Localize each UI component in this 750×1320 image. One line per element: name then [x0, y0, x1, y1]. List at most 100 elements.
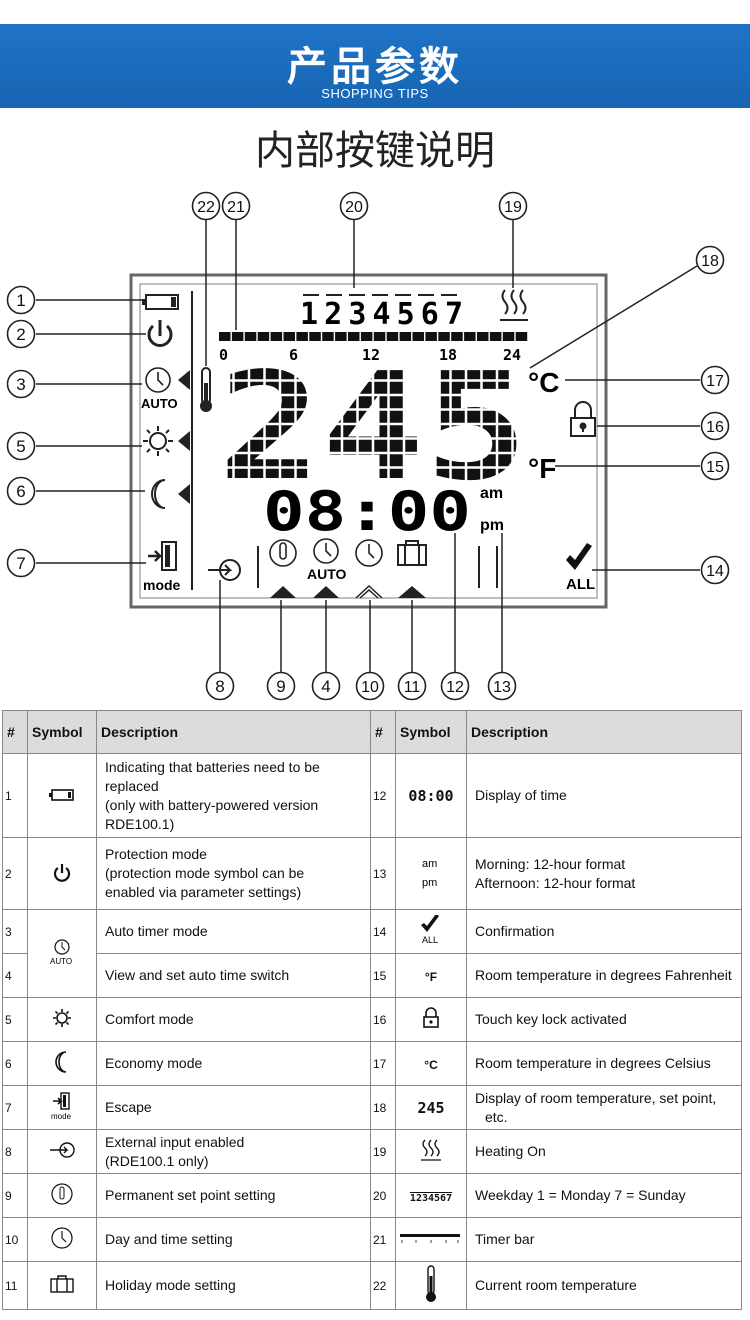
auto-clock-icon: AUTO [307, 538, 347, 598]
description-cell: External input enabled (RDE100.1 only) [96, 1129, 371, 1174]
lcd-frame [129, 273, 608, 609]
row-number: 10 [2, 1217, 28, 1262]
callout-number: 22 [197, 199, 215, 216]
header-num: # [2, 710, 28, 754]
sun-icon [143, 426, 190, 456]
timer-segment [322, 332, 334, 341]
check-all-icon: ALL [395, 909, 467, 954]
external-input-icon [27, 1129, 97, 1174]
description-line: Confirmation [475, 923, 555, 939]
description-cell: Day and time setting [96, 1217, 371, 1262]
description-cell: View and set auto time switch [96, 953, 371, 998]
description-line: External input enabled [105, 1133, 245, 1150]
description-line: (RDE100.1 only) [105, 1152, 209, 1169]
description-cell: Display of time [466, 753, 742, 838]
timer-segment [477, 332, 489, 341]
row-number: 1 [2, 753, 28, 838]
escape-icon: mode [143, 541, 181, 593]
row-number: 17 [370, 1041, 396, 1086]
callout-number: 12 [446, 679, 464, 696]
callout-22: 22 [191, 191, 221, 221]
header-description: Description [96, 710, 371, 754]
header-symbol: Symbol [395, 710, 467, 754]
header-symbol: Symbol [27, 710, 97, 754]
description-cell: Holiday mode setting [96, 1261, 371, 1310]
row-number: 7 [2, 1085, 28, 1130]
callout-19: 19 [498, 191, 528, 221]
callout-5: 5 [6, 431, 36, 461]
thermometer-icon [395, 1261, 467, 1310]
timer-bar-icon [395, 1217, 467, 1262]
callout-13: 13 [487, 671, 517, 701]
suitcase-icon [27, 1261, 97, 1310]
svg-text:mode: mode [51, 1112, 72, 1121]
row-number: 4 [2, 953, 28, 998]
description-line: (protection mode symbol can be [105, 865, 305, 881]
callout-number: 20 [345, 199, 363, 216]
external-input-icon [208, 559, 241, 581]
timer-segment [438, 332, 450, 341]
description-line: (only with battery-powered version [105, 796, 319, 813]
callout-14: 14 [700, 555, 730, 585]
row-number: 9 [2, 1173, 28, 1218]
fahrenheit-icon: °F [395, 953, 467, 998]
row-number: 11 [2, 1261, 28, 1310]
description-line: Display of room temperature, set point, [475, 1089, 717, 1106]
description-line: Weekday 1 = Monday 7 = Sunday [475, 1187, 686, 1203]
moon-icon [27, 1041, 97, 1086]
description-line: Afternoon: 12-hour format [475, 874, 636, 891]
row-number: 19 [370, 1129, 396, 1174]
description-line: View and set auto time switch [105, 967, 290, 983]
timer-segment [373, 332, 386, 341]
description-line: Indicating that batteries need to be [105, 758, 320, 775]
description-cell: Heating On [466, 1129, 742, 1174]
callout-number: 21 [227, 199, 245, 216]
description-cell: Economy mode [96, 1041, 371, 1086]
auto-clock-icon: AUTO [141, 367, 190, 411]
lock-icon [395, 997, 467, 1042]
suitcase-icon [397, 540, 427, 598]
callout-number: 4 [321, 677, 330, 696]
row-number: 22 [370, 1261, 396, 1310]
hour-label: 6 [289, 346, 298, 364]
time-digits: 08:00 [263, 480, 471, 543]
temp-digits-icon: 245 [395, 1085, 467, 1130]
description-cell: Comfort mode [96, 997, 371, 1042]
description-line: Day and time setting [105, 1231, 233, 1247]
timer-segment [244, 332, 257, 341]
thermostat-diagram: 1234567 0 6 12 18 24 245 °C °F 08:00 am … [6, 191, 730, 701]
svg-text:AUTO: AUTO [50, 957, 72, 966]
timer-segment [309, 332, 321, 341]
auto-clock-icon: AUTO [27, 909, 97, 998]
pm-label: pm [480, 517, 504, 534]
callout-7: 7 [6, 548, 36, 578]
description-line: Current room temperature [475, 1277, 637, 1293]
description-line: Auto timer mode [105, 923, 208, 939]
timer-segment [464, 332, 476, 341]
callout-1: 1 [6, 285, 36, 315]
callout-11: 11 [397, 671, 427, 701]
callout-number: 10 [361, 679, 379, 696]
row-number: 15 [370, 953, 396, 998]
description-cell: Permanent set point setting [96, 1173, 371, 1218]
timer-segment [489, 332, 502, 341]
description-line: Heating On [475, 1143, 546, 1159]
time-digits-icon: 08:00 [395, 753, 467, 838]
callout-number: 8 [215, 677, 224, 696]
callout-number: 11 [404, 679, 421, 696]
row-number: 20 [370, 1173, 396, 1218]
symbol-text: 1234567 [409, 1192, 453, 1204]
digit-grid-overlay [216, 364, 530, 480]
thermometer-circle-icon [27, 1173, 97, 1218]
celsius-symbol: °C [528, 367, 559, 398]
battery-icon [27, 753, 97, 838]
thermometer-circle-icon [269, 539, 297, 598]
description-cell: Room temperature in degrees Fahrenheit [466, 953, 742, 998]
description-cell: Protection mode(protection mode symbol c… [96, 837, 371, 910]
